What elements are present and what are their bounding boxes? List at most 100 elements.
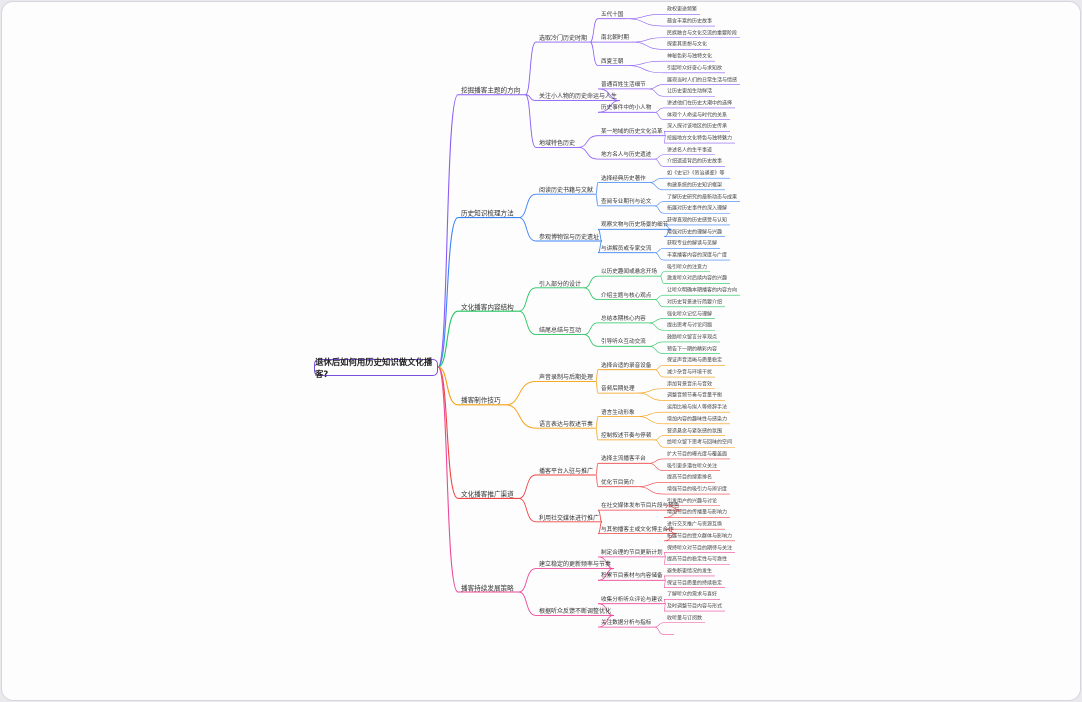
leaf-topic[interactable]: 提出思考与讨论问题 <box>667 322 713 329</box>
leaf-topic[interactable]: 蕴含丰富的历史故事 <box>667 18 713 25</box>
leaf-topic[interactable]: 了解听众的需求与喜好 <box>667 591 718 598</box>
root-topic[interactable]: 退休后如何用历史知识做文化播客? <box>314 357 438 379</box>
subtopic-l3[interactable]: 选择主流播客平台 <box>601 456 646 463</box>
leaf-topic[interactable]: 提高节目的稳定性与可靠性 <box>667 556 728 563</box>
leaf-topic[interactable]: 获取专业的解读与见解 <box>667 240 718 247</box>
leaf-topic[interactable]: 运用比喻与拟人等修辞手法 <box>667 404 728 411</box>
leaf-topic[interactable]: 讲述他们在历史大潮中的选择 <box>667 100 733 107</box>
subtopic-l2[interactable]: 关注小人物的历史命运与人生 <box>539 93 618 101</box>
leaf-topic[interactable]: 收听量与订阅数 <box>667 615 703 622</box>
leaf-topic[interactable]: 避免断更情况的发生 <box>667 568 713 575</box>
subtopic-l3[interactable]: 南北朝时期 <box>601 35 629 42</box>
leaf-topic[interactable]: 提高节目的搜索排名 <box>667 474 713 481</box>
leaf-topic[interactable]: 探索其思想与文化 <box>667 41 708 48</box>
leaf-topic[interactable]: 对历史背景进行简要介绍 <box>667 299 723 306</box>
subtopic-l3[interactable]: 与其他播客主或文化博主合作 <box>601 526 674 533</box>
leaf-topic[interactable]: 添加背景音乐与音效 <box>667 381 713 388</box>
subtopic-l2[interactable]: 语言表达与叙述节奏 <box>539 421 594 428</box>
leaf-topic[interactable]: 介绍遗迹背后的历史故事 <box>667 158 723 165</box>
subtopic-l3[interactable]: 地方名人与历史遗迹 <box>601 152 652 159</box>
subtopic-l3[interactable]: 观察文物与历史场景的细节 <box>601 222 669 229</box>
subtopic-l2[interactable]: 参观博物馆与历史遗址 <box>539 233 600 241</box>
subtopic-l3[interactable]: 音频后期处理 <box>601 386 635 393</box>
leaf-topic[interactable]: 保证节目质量的持续稳定 <box>667 580 723 587</box>
subtopic-l3[interactable]: 在社交媒体发布节目片段与预告 <box>601 503 680 510</box>
leaf-topic[interactable]: 获得直观的历史感受与认知 <box>667 217 728 224</box>
subtopic-l3[interactable]: 选择经典历史著作 <box>601 175 646 182</box>
leaf-topic[interactable]: 丰富播客内容的深度与广度 <box>667 252 728 259</box>
subtopic-l3[interactable]: 以历史趣闻或悬念开场 <box>601 269 657 276</box>
leaf-topic[interactable]: 引起听众好奇心与求知欲 <box>667 65 723 72</box>
leaf-topic[interactable]: 展现当时人们的日常生活与情感 <box>667 77 738 84</box>
leaf-topic[interactable]: 深入探讨该地区的历史传承 <box>667 123 728 130</box>
subtopic-l2[interactable]: 引入部分的设计 <box>539 280 582 288</box>
leaf-topic[interactable]: 如《史记》《资治通鉴》等 <box>667 170 725 177</box>
leaf-topic[interactable]: 增强对历史的理解与兴趣 <box>667 229 723 236</box>
leaf-topic[interactable]: 讲述名人的生平事迹 <box>667 147 713 154</box>
leaf-topic[interactable]: 保证声音清晰与质量稳定 <box>667 357 723 364</box>
leaf-topic[interactable]: 了解历史研究的最新动态与成果 <box>667 194 738 201</box>
main-branch[interactable]: 文化播客推广渠道 <box>461 490 514 499</box>
subtopic-l3[interactable]: 积累节目素材与内容储备 <box>601 573 663 580</box>
leaf-topic[interactable]: 挖掘地方文化特色与独特魅力 <box>667 135 733 142</box>
leaf-topic[interactable]: 及时调整节目内容与形式 <box>667 603 723 610</box>
subtopic-l2[interactable]: 利用社交媒体进行推广 <box>539 514 600 522</box>
subtopic-l2[interactable]: 根据听众反馈不断调整优化 <box>539 608 612 616</box>
leaf-topic[interactable]: 增加节目的传播量与影响力 <box>667 509 728 516</box>
subtopic-l3[interactable]: 查阅专业期刊与论文 <box>601 199 652 206</box>
subtopic-l3[interactable]: 收集分析听众评论与建议 <box>601 596 663 603</box>
leaf-topic[interactable]: 构建系统的历史知识框架 <box>667 182 723 189</box>
leaf-topic[interactable]: 神秘色彩与独特文化 <box>667 53 713 60</box>
subtopic-l2[interactable]: 地域特色历史 <box>539 140 576 148</box>
subtopic-l2[interactable]: 结尾总结与互动 <box>539 327 582 335</box>
leaf-topic[interactable]: 政权更迭频繁 <box>667 6 698 13</box>
main-branch[interactable]: 挖掘播客主题的方向 <box>461 86 521 95</box>
subtopic-l3[interactable]: 关注数据分析与指标 <box>601 620 652 627</box>
subtopic-l3[interactable]: 控制叙述节奏与停顿 <box>601 433 652 440</box>
subtopic-l2[interactable]: 阅读历史书籍与文献 <box>539 187 594 194</box>
subtopic-l3[interactable]: 介绍主题与核心观点 <box>601 292 652 299</box>
subtopic-l3[interactable]: 普通百姓生活细节 <box>601 82 646 89</box>
main-branch[interactable]: 播客制作技巧 <box>461 397 501 405</box>
subtopic-l3[interactable]: 制定合理的节目更新计划 <box>601 550 663 557</box>
subtopic-l2[interactable]: 播客平台入驻与推广 <box>539 467 594 475</box>
main-branch[interactable]: 文化播客内容结构 <box>461 303 514 312</box>
subtopic-l2[interactable]: 声音录制与后期处理 <box>539 374 594 382</box>
main-branch[interactable]: 历史知识梳理方法 <box>461 209 514 218</box>
leaf-topic[interactable]: 体现个人命运与时代的关系 <box>667 112 728 119</box>
leaf-topic[interactable]: 吸引更多潜在听众关注 <box>667 463 718 470</box>
subtopic-l3[interactable]: 某一地域的历史文化沿革 <box>601 128 663 135</box>
subtopic-l2[interactable]: 建立稳定的更新频率与节奏 <box>539 561 612 569</box>
subtopic-l3[interactable]: 引导听众互动交流 <box>601 339 646 346</box>
subtopic-l3[interactable]: 总结本期核心内容 <box>601 316 646 323</box>
main-branch[interactable]: 播客持续发展策略 <box>461 584 514 593</box>
subtopic-l3[interactable]: 五代十国 <box>601 11 624 18</box>
leaf-topic[interactable]: 吸引听众的注意力 <box>667 264 708 271</box>
subtopic-l3[interactable]: 西夏王朝 <box>601 58 624 65</box>
leaf-topic[interactable]: 给听众留下思考与回味的空间 <box>667 439 733 446</box>
leaf-topic[interactable]: 引发用户的兴趣与讨论 <box>667 498 718 505</box>
subtopic-l3[interactable]: 语言生动形象 <box>601 409 635 416</box>
leaf-topic[interactable]: 预告下一期的精彩内容 <box>667 346 718 353</box>
leaf-topic[interactable]: 扩大节目的曝光度与覆盖面 <box>667 451 728 458</box>
leaf-topic[interactable]: 强化听众记忆与理解 <box>667 311 713 318</box>
leaf-topic[interactable]: 调整音频节奏与音量平衡 <box>667 392 723 399</box>
leaf-topic[interactable]: 民族融合与文化交流的重要阶段 <box>667 30 738 37</box>
leaf-topic[interactable]: 激发听众对后续内容的兴趣 <box>667 275 728 282</box>
subtopic-l3[interactable]: 优化节目简介 <box>601 479 635 486</box>
leaf-topic[interactable]: 增加内容的趣味性与感染力 <box>667 416 728 423</box>
leaf-topic[interactable]: 拓展对历史事件的深入理解 <box>667 205 728 212</box>
leaf-topic[interactable]: 让历史更加生动鲜活 <box>667 88 713 95</box>
subtopic-l3[interactable]: 选择合适的录音设备 <box>601 362 652 369</box>
leaf-topic[interactable]: 营造悬念与紧张感的氛围 <box>667 428 723 435</box>
leaf-topic[interactable]: 增强节目的吸引力与辨识度 <box>667 486 728 493</box>
leaf-topic[interactable]: 保持听众对节目的期待与关注 <box>667 545 733 552</box>
subtopic-l2[interactable]: 选取冷门历史时期 <box>539 34 588 42</box>
leaf-topic[interactable]: 拓展节目的受众群体与影响力 <box>667 533 733 540</box>
leaf-topic[interactable]: 减少杂音与环境干扰 <box>667 369 713 376</box>
subtopic-l3[interactable]: 历史事件中的小人物 <box>601 105 652 112</box>
leaf-topic[interactable]: 鼓励听众留言分享观点 <box>667 334 718 341</box>
leaf-topic[interactable]: 进行交叉推广与资源互换 <box>667 521 723 528</box>
subtopic-l3[interactable]: 与讲解员或专家交流 <box>601 245 652 252</box>
leaf-topic[interactable]: 让听众明确本期播客的内容方向 <box>667 287 738 294</box>
